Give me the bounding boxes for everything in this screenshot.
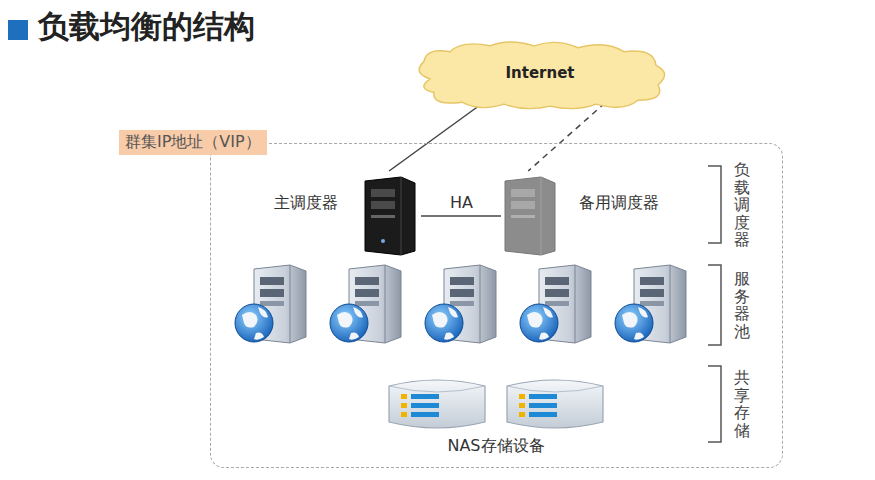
tier-label: 服务器池 <box>734 270 750 340</box>
tier-label: 共享存储 <box>734 369 750 439</box>
node-text: 主调度器 <box>274 193 338 214</box>
edge-label: HA <box>448 193 475 212</box>
connector <box>528 103 605 171</box>
node-text: 备用调度器 <box>579 193 659 214</box>
cluster-region: 群集IP地址（VIP）主调度器备用调度器 <box>210 143 783 468</box>
node-text: Internet <box>410 64 670 82</box>
tier-label: 负载调度器 <box>734 161 750 249</box>
node-text: 群集IP地址（VIP） <box>119 130 267 155</box>
internet-cloud: Internet <box>410 40 670 110</box>
brackets <box>708 166 721 442</box>
connector <box>421 215 501 217</box>
primary-scheduler: 主调度器 <box>269 171 421 261</box>
backup-scheduler: 备用调度器 <box>501 171 671 261</box>
title: 负载均衡的结构 <box>38 6 255 48</box>
nas-disks <box>389 380 603 428</box>
connector <box>389 103 483 171</box>
title-square <box>8 20 28 40</box>
server-pool <box>235 265 686 343</box>
storage-label: NAS存储设备 <box>390 436 602 457</box>
